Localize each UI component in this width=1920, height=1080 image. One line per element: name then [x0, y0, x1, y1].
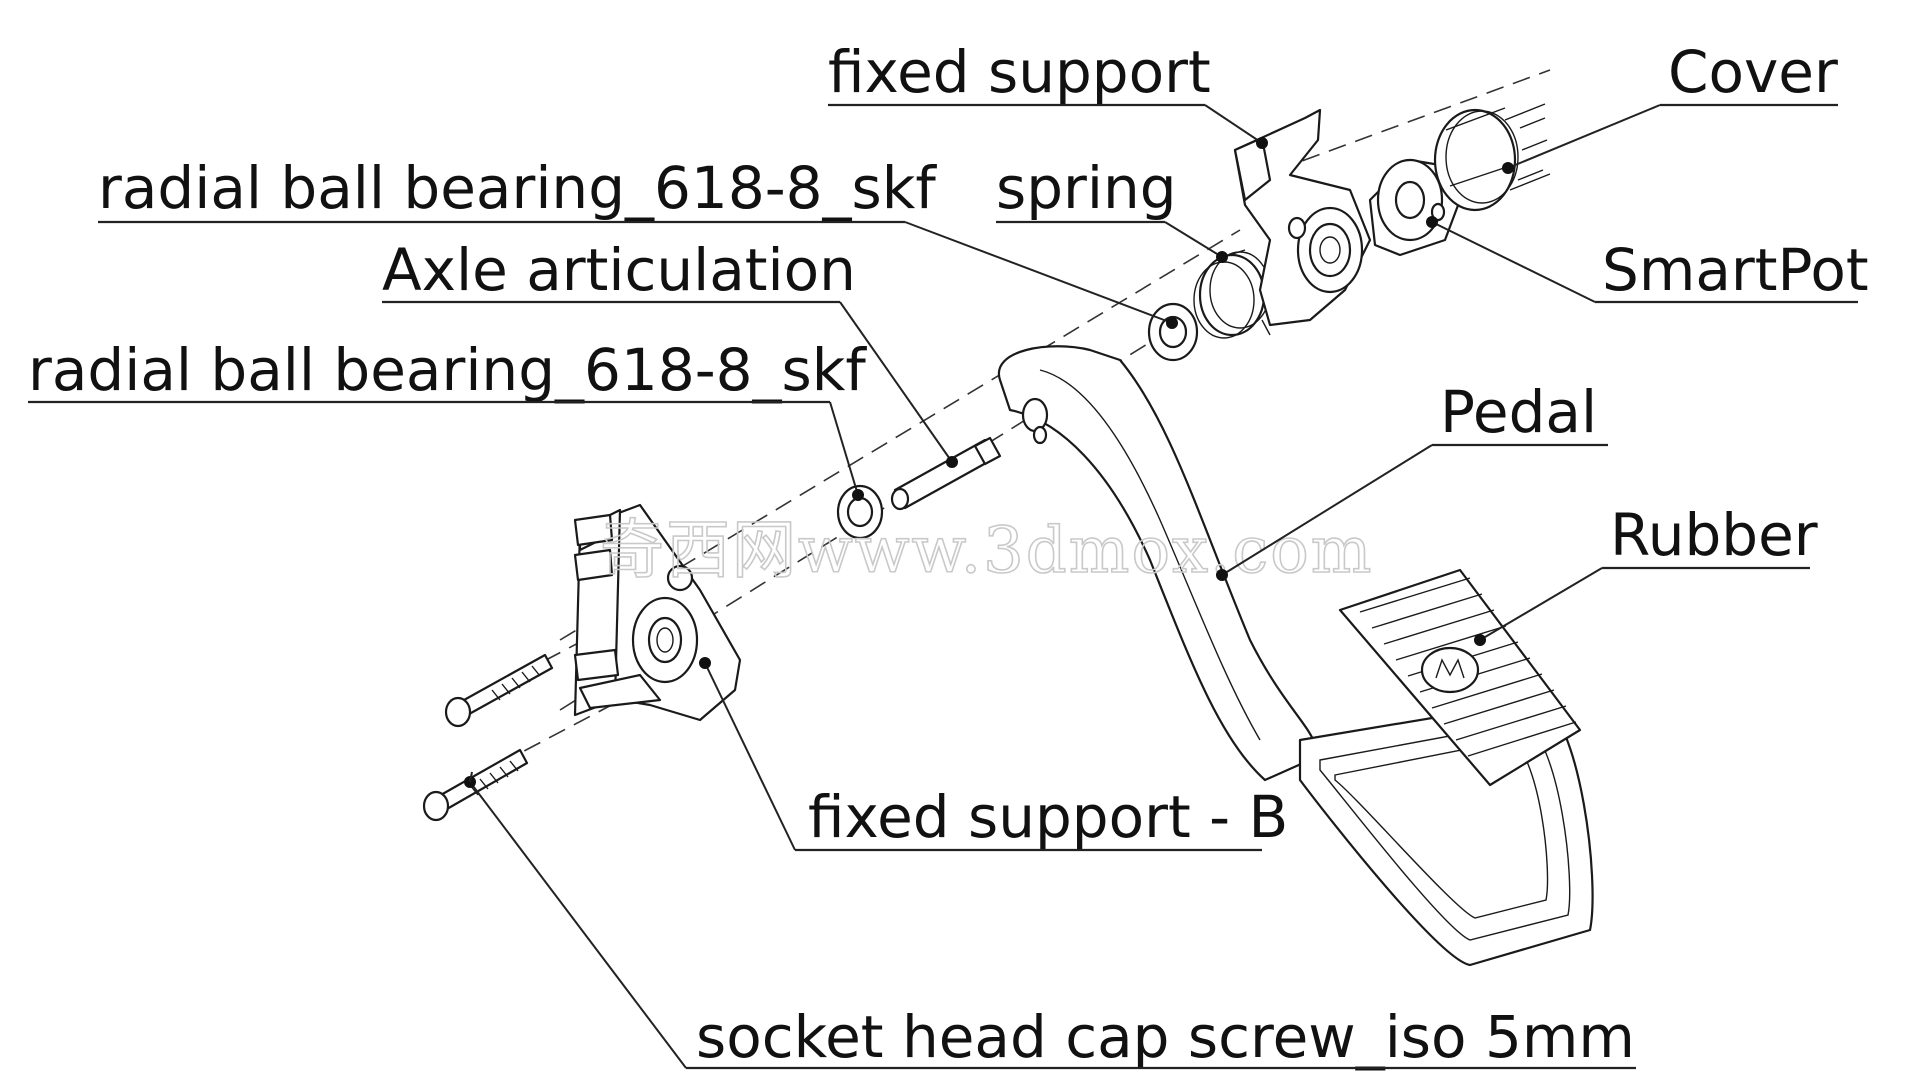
label-pedal: Pedal — [1440, 378, 1597, 446]
spring-part — [1193, 249, 1271, 339]
label-cover: Cover — [1668, 38, 1838, 106]
rubber-part — [1338, 568, 1582, 787]
label-bearing-bottom: radial ball bearing_618-8_skf — [28, 336, 867, 404]
label-smartpot-group: SmartPot — [1426, 216, 1869, 304]
label-axle: Axle articulation — [382, 236, 856, 304]
bearing-upper-part — [1147, 302, 1199, 362]
axle-articulation-part — [890, 436, 1002, 511]
label-fixed-support-b-group: fixed support - B — [699, 657, 1288, 852]
label-bearing-top-group: radial ball bearing_618-8_skf — [98, 154, 1178, 329]
smartpot-part — [1368, 158, 1462, 257]
bearing-lower-part — [836, 484, 884, 540]
label-screw-group: socket head cap screw_iso 5mm — [464, 771, 1636, 1071]
screw-lower-part — [422, 748, 529, 822]
label-screw: socket head cap screw_iso 5mm — [696, 1003, 1635, 1071]
label-rubber-group: Rubber — [1474, 501, 1818, 646]
label-smartpot: SmartPot — [1602, 236, 1869, 304]
label-fixed-support-group: fixed support — [828, 38, 1268, 149]
fixed-support-part — [1233, 108, 1372, 327]
label-rubber: Rubber — [1610, 501, 1818, 569]
label-fixed-support: fixed support — [828, 38, 1211, 106]
screw-upper-part — [444, 653, 554, 728]
label-cover-group: Cover — [1502, 38, 1838, 174]
cover-part — [1433, 103, 1551, 212]
label-axle-group: Axle articulation — [382, 236, 958, 468]
watermark-text: 奇西网www.3dmox.com — [600, 514, 1374, 588]
label-pedal-group: Pedal — [1216, 378, 1608, 581]
label-bearing-top: radial ball bearing_618-8_skf — [98, 154, 937, 222]
label-bearing-bottom-group: radial ball bearing_618-8_skf — [28, 336, 867, 501]
label-spring-group: spring — [996, 154, 1228, 263]
label-fixed-support-b: fixed support - B — [808, 783, 1288, 851]
label-spring: spring — [996, 154, 1177, 222]
